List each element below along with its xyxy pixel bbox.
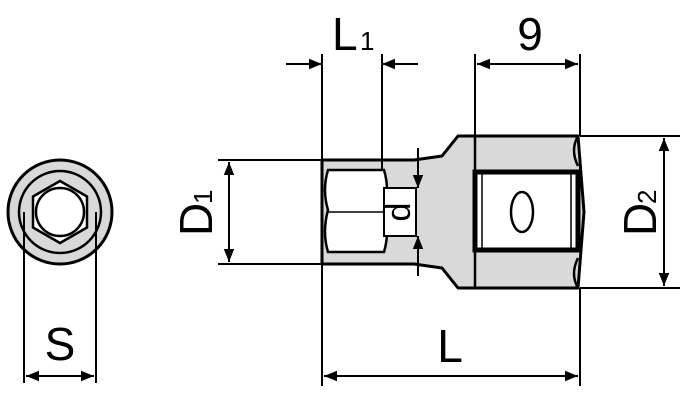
d-dimension: d	[380, 148, 424, 276]
hex-socket-opening	[323, 168, 389, 254]
square-drive-opening	[472, 169, 581, 253]
d1-subscript: 1	[188, 190, 218, 204]
l1-subscript: 1	[360, 26, 374, 56]
nine-label: 9	[517, 8, 543, 60]
d2-dimension: D 2	[580, 135, 680, 289]
detent-hole	[509, 190, 535, 234]
d2-subscript: 2	[632, 190, 662, 204]
hex-opening	[31, 179, 89, 245]
end-view: S	[6, 158, 114, 383]
l1-label: L	[332, 8, 358, 60]
square-drive-inner	[481, 172, 572, 250]
l-label: L	[437, 320, 463, 372]
d1-label: D	[170, 203, 222, 236]
bore-circle	[34, 186, 86, 238]
d2-label: D	[614, 203, 666, 236]
l-dimension: L	[321, 264, 581, 386]
nine-dimension: 9	[474, 8, 581, 136]
l1-dimension: L 1	[286, 8, 418, 170]
bore-section	[383, 187, 417, 237]
socket-inner-ring	[17, 169, 103, 255]
d1-dimension: D 1	[170, 159, 322, 265]
d-label: d	[380, 203, 418, 222]
side-view	[320, 134, 586, 290]
s-label: S	[45, 318, 76, 370]
